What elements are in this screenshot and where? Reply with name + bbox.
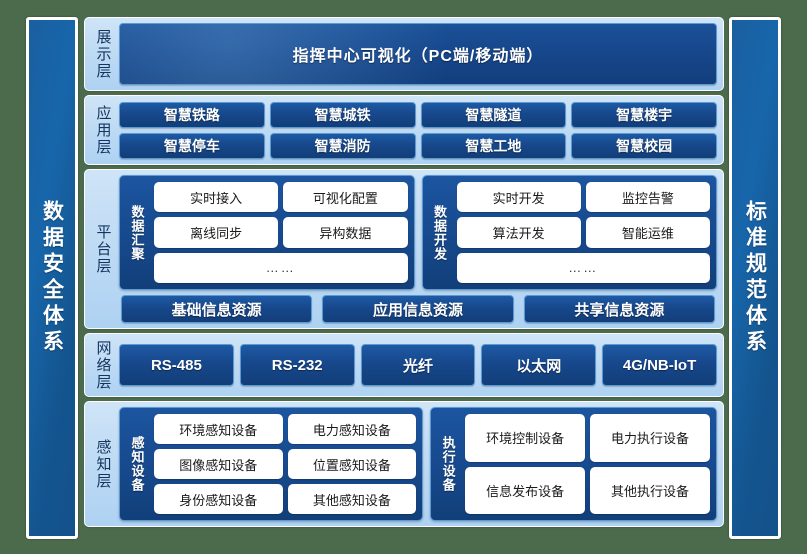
pillar-data-security: 数据安全体系 — [26, 17, 78, 539]
layer-network: 网络层 RS-485 RS-232 光纤 以太网 4G/NB-IoT — [84, 333, 724, 397]
platform-resources-row: 基础信息资源 应用信息资源 共享信息资源 — [119, 295, 717, 323]
layer-perception-label-wrap: 感知层 — [87, 407, 119, 521]
group-actuator-devices-caption: 执行设备 — [440, 436, 456, 492]
resource-item-basic-info[interactable]: 基础信息资源 — [121, 295, 313, 323]
layer-perception-body: 感知设备 环境感知设备 电力感知设备 图像感知设备 位置感知设备 身份感知设备 … — [119, 407, 717, 521]
platform-item-monitor-alarm[interactable]: 监控告警 — [585, 182, 710, 213]
group-data-development: 数据开发 实时开发 监控告警 算法开发 智能运维 …… — [421, 175, 717, 290]
group-data-aggregation-caption-wrap: 数据汇聚 — [126, 182, 148, 283]
pillar-standards: 标准规范体系 — [729, 17, 781, 539]
app-item-smart-campus[interactable]: 智慧校园 — [571, 132, 717, 159]
layer-network-label-wrap: 网络层 — [87, 339, 119, 391]
app-item-smart-construction[interactable]: 智慧工地 — [420, 132, 567, 159]
platform-item-heterogeneous-data[interactable]: 异构数据 — [283, 217, 408, 248]
layer-presentation-label: 展示层 — [94, 28, 112, 80]
platform-groups: 数据汇聚 实时接入 可视化配置 离线同步 异构数据 …… 数 — [119, 175, 717, 290]
sensing-item-environment[interactable]: 环境感知设备 — [154, 414, 283, 444]
layer-network-label: 网络层 — [94, 339, 112, 391]
group-data-aggregation-items: 实时接入 可视化配置 离线同步 异构数据 …… — [154, 182, 408, 283]
network-item-4g-nbiot[interactable]: 4G/NB-IoT — [602, 344, 717, 386]
layer-platform-label: 平台层 — [94, 223, 112, 275]
sensing-item-identity[interactable]: 身份感知设备 — [154, 484, 283, 514]
app-item-smart-parking[interactable]: 智慧停车 — [119, 132, 265, 159]
command-center-banner[interactable]: 指挥中心可视化（PC端/移动端） — [119, 23, 717, 85]
network-item-fiber[interactable]: 光纤 — [360, 344, 476, 386]
network-item-rs485[interactable]: RS-485 — [119, 344, 234, 386]
platform-item-algorithm-dev[interactable]: 算法开发 — [456, 217, 581, 248]
layer-presentation-body: 指挥中心可视化（PC端/移动端） — [119, 23, 717, 85]
actuator-item-environment-control[interactable]: 环境控制设备 — [465, 414, 586, 462]
group-data-development-caption: 数据开发 — [432, 204, 447, 261]
actuator-item-power[interactable]: 电力执行设备 — [590, 414, 710, 462]
group-sensing-devices-items: 环境感知设备 电力感知设备 图像感知设备 位置感知设备 身份感知设备 其他感知设… — [154, 414, 417, 514]
layer-application: 应用层 智慧铁路 智慧城铁 智慧隧道 智慧楼宇 智慧停车 智慧消防 智慧工地 智… — [84, 95, 724, 165]
group-data-development-items: 实时开发 监控告警 算法开发 智能运维 …… — [456, 182, 710, 283]
app-item-smart-building[interactable]: 智慧楼宇 — [571, 101, 717, 128]
platform-item-smart-ops[interactable]: 智能运维 — [585, 217, 710, 248]
group-data-aggregation-caption: 数据汇聚 — [129, 204, 145, 261]
resource-item-app-info[interactable]: 应用信息资源 — [322, 295, 514, 323]
platform-item-development-more[interactable]: …… — [456, 252, 710, 283]
layer-stack: 展示层 指挥中心可视化（PC端/移动端） 应用层 智慧铁路 智慧城铁 智慧隧道 … — [84, 17, 724, 539]
layer-network-body: RS-485 RS-232 光纤 以太网 4G/NB-IoT — [119, 339, 717, 391]
network-item-rs232[interactable]: RS-232 — [239, 344, 355, 386]
group-data-development-caption-wrap: 数据开发 — [429, 182, 451, 283]
sensing-item-position[interactable]: 位置感知设备 — [287, 449, 417, 479]
group-actuator-devices-items: 环境控制设备 电力执行设备 信息发布设备 其他执行设备 — [465, 414, 710, 514]
layer-perception-label: 感知层 — [94, 438, 112, 490]
sensing-item-other[interactable]: 其他感知设备 — [287, 484, 417, 514]
platform-item-offline-sync[interactable]: 离线同步 — [154, 217, 279, 248]
platform-item-visual-config[interactable]: 可视化配置 — [283, 182, 408, 213]
group-actuator-devices: 执行设备 环境控制设备 电力执行设备 信息发布设备 其他执行设备 — [430, 407, 717, 521]
layer-platform: 平台层 数据汇聚 实时接入 可视化配置 离线同步 异构数据 — [84, 169, 724, 329]
group-actuator-devices-caption-wrap: 执行设备 — [437, 414, 459, 514]
group-sensing-devices-caption-wrap: 感知设备 — [126, 414, 148, 514]
app-item-smart-tunnel[interactable]: 智慧隧道 — [420, 101, 567, 128]
actuator-item-info-release[interactable]: 信息发布设备 — [465, 466, 586, 514]
platform-item-aggregation-more[interactable]: …… — [154, 252, 408, 283]
layer-platform-body: 数据汇聚 实时接入 可视化配置 离线同步 异构数据 …… 数 — [119, 175, 717, 323]
sensing-item-power[interactable]: 电力感知设备 — [287, 414, 417, 444]
perception-groups: 感知设备 环境感知设备 电力感知设备 图像感知设备 位置感知设备 身份感知设备 … — [119, 407, 717, 521]
pillar-standards-label: 标准规范体系 — [743, 200, 767, 356]
pillar-data-security-label: 数据安全体系 — [40, 200, 64, 356]
group-sensing-devices-caption: 感知设备 — [129, 436, 145, 492]
layer-application-body: 智慧铁路 智慧城铁 智慧隧道 智慧楼宇 智慧停车 智慧消防 智慧工地 智慧校园 — [119, 101, 717, 159]
actuator-item-other[interactable]: 其他执行设备 — [590, 466, 710, 514]
layer-perception: 感知层 感知设备 环境感知设备 电力感知设备 图像感知设备 位置感知设备 — [84, 401, 724, 527]
layer-presentation-label-wrap: 展示层 — [87, 23, 119, 85]
app-item-smart-firefighting[interactable]: 智慧消防 — [269, 132, 416, 159]
layer-presentation: 展示层 指挥中心可视化（PC端/移动端） — [84, 17, 724, 91]
layer-platform-label-wrap: 平台层 — [87, 175, 119, 323]
app-item-smart-urban-rail[interactable]: 智慧城铁 — [269, 101, 416, 128]
sensing-item-image[interactable]: 图像感知设备 — [154, 449, 283, 479]
application-grid: 智慧铁路 智慧城铁 智慧隧道 智慧楼宇 智慧停车 智慧消防 智慧工地 智慧校园 — [119, 101, 717, 159]
layer-application-label-wrap: 应用层 — [87, 101, 119, 159]
group-sensing-devices: 感知设备 环境感知设备 电力感知设备 图像感知设备 位置感知设备 身份感知设备 … — [119, 407, 424, 521]
platform-item-realtime-dev[interactable]: 实时开发 — [456, 182, 581, 213]
network-row: RS-485 RS-232 光纤 以太网 4G/NB-IoT — [119, 339, 717, 391]
platform-item-realtime-ingest[interactable]: 实时接入 — [154, 182, 279, 213]
resource-item-shared-info[interactable]: 共享信息资源 — [523, 295, 715, 323]
layer-application-label: 应用层 — [94, 104, 112, 156]
network-item-ethernet[interactable]: 以太网 — [481, 344, 597, 386]
app-item-smart-railway[interactable]: 智慧铁路 — [119, 101, 265, 128]
group-data-aggregation: 数据汇聚 实时接入 可视化配置 离线同步 异构数据 …… — [119, 175, 415, 290]
